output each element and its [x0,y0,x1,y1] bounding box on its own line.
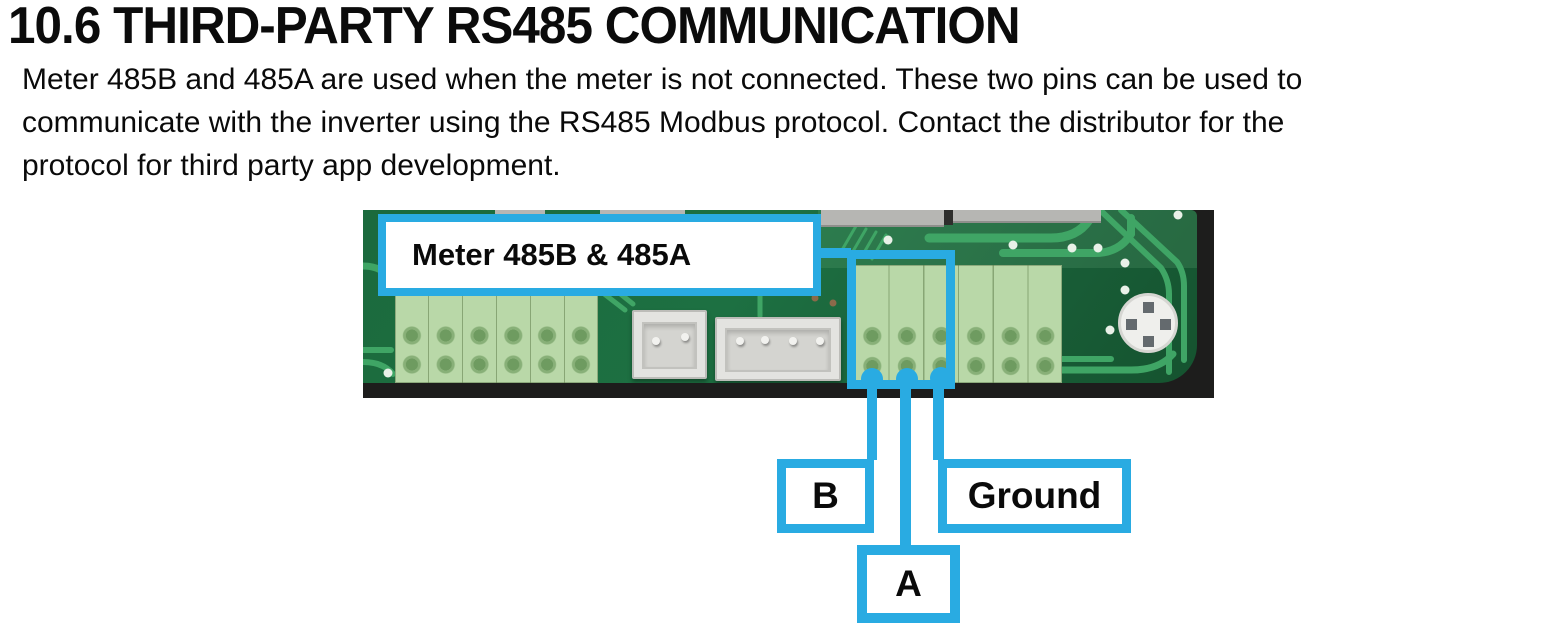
connector-pin [789,337,797,345]
buzzer-pad [1160,319,1171,330]
terminal-block-left [395,295,598,383]
label-box-ground: Ground [938,459,1131,533]
connector-recess [642,322,697,369]
label-box-a: A [857,545,960,623]
section-heading: 10.6 THIRD-PARTY RS485 COMMUNICATION [8,0,1021,55]
white-connector-small [632,310,707,379]
top-component-3 [821,210,944,227]
connector-pin [736,337,744,345]
callout-leader-line [815,248,851,258]
wire-ground [933,382,944,460]
wire-b [867,382,877,460]
buzzer-pad [1143,336,1154,347]
label-box-b: B [777,459,874,533]
connector-pin [681,333,689,341]
top-component-gap [944,210,953,225]
connector-recess [725,328,831,372]
buzzer-feature [1118,293,1178,353]
callout-label: Meter 485B & 485A [412,237,692,272]
connector-pin [816,337,824,345]
wire-a [900,382,911,545]
buzzer-pad [1143,302,1154,313]
connector-pin [761,336,769,344]
paragraph-line-3: protocol for third party app development… [22,149,561,182]
terminal-holes [855,321,1062,381]
white-connector-wide [715,317,841,381]
terminal-block-meter [855,265,1062,383]
label-b: B [812,475,839,516]
buzzer-pad [1126,319,1137,330]
top-component-4 [953,210,1101,223]
terminal-holes [395,321,598,379]
pin-dot-b [861,368,883,390]
label-ground: Ground [967,475,1102,516]
pcb-traces-decoration [363,210,1187,378]
body-paragraph: Meter 485B and 485A are used when the me… [22,58,1302,187]
callout-box-meter: Meter 485B & 485A [378,214,821,296]
label-a: A [895,563,922,604]
connector-pin [652,337,660,345]
paragraph-line-1: Meter 485B and 485A are used when the me… [22,63,1303,96]
paragraph-line-2: communicate with the inverter using the … [22,106,1285,139]
